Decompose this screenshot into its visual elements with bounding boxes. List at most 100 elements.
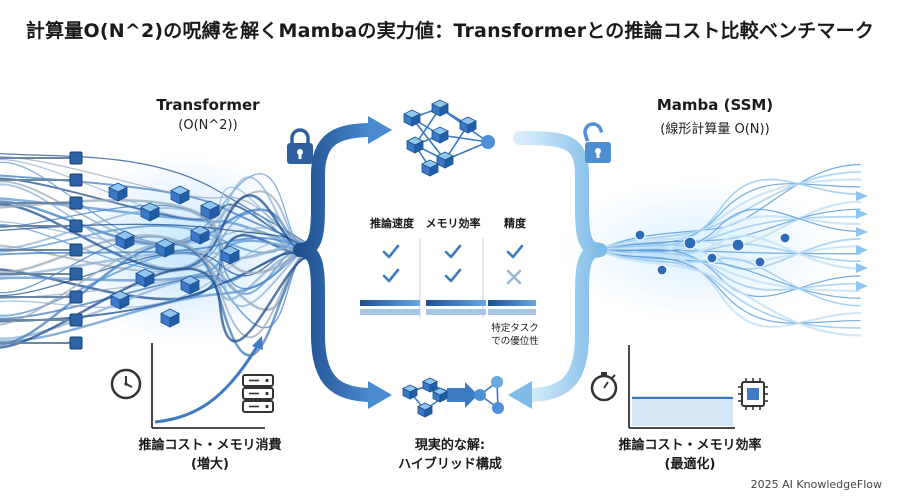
score-bar (360, 300, 420, 306)
metric-accuracy: 精度 (504, 217, 526, 230)
cube-node (135, 268, 155, 288)
mamba-complexity: (線形計算量 O(N)) (660, 122, 770, 137)
cube-node (160, 308, 180, 328)
page-title: 計算量O(N^2)の呪縛を解くMambaの実力値：Transformerとの推論… (25, 20, 875, 42)
check-icon (444, 268, 462, 283)
input-node (69, 313, 83, 327)
input-node (69, 151, 83, 165)
comparison-panel (360, 238, 536, 318)
lock-icon (287, 128, 313, 164)
transformer-strand (0, 236, 306, 256)
input-node (69, 243, 83, 257)
cube-node (432, 387, 448, 403)
mamba-cost-caption-line1: 推論コスト・メモリ効率 (618, 438, 762, 453)
input-node (69, 173, 83, 187)
transformer-strand (0, 241, 306, 339)
check-icon (506, 244, 524, 259)
cube-node (155, 238, 175, 258)
cube-node (402, 384, 418, 400)
transformer-strand (0, 204, 306, 290)
input-node (69, 267, 83, 281)
check-icon (382, 244, 400, 259)
mamba-arrowhead (856, 245, 868, 255)
mamba-arrowhead (856, 263, 868, 273)
clock-icon (110, 368, 142, 400)
cube-node (170, 185, 190, 205)
footer-credit: 2025 AI KnowledgeFlow (750, 478, 882, 491)
mamba-strand (597, 249, 861, 329)
cube-node (431, 99, 449, 117)
cube-node (220, 245, 240, 265)
score-bar (360, 309, 420, 315)
unlock-icon (583, 122, 611, 163)
transformer-strand (0, 161, 306, 244)
input-node (69, 290, 83, 304)
cross-icon (506, 269, 522, 285)
check-icon (382, 268, 400, 283)
accuracy-note-line2: での優位性 (491, 336, 539, 347)
mamba-cost-caption-line2: (最適化) (664, 457, 716, 472)
transformer-heading: Transformer (156, 96, 260, 114)
transformer-complexity: (O(N^2)) (178, 118, 238, 133)
mamba-arrowhead (856, 227, 868, 237)
mamba-strand (597, 238, 861, 271)
mamba-arrowhead (856, 281, 868, 291)
transformer-strand (0, 177, 306, 245)
mamba-arrowhead (856, 209, 868, 219)
cube-node (108, 182, 128, 202)
stopwatch-icon (590, 372, 618, 402)
cube-node (110, 290, 130, 310)
mamba-strand (597, 249, 861, 291)
check-icon (444, 244, 462, 259)
mamba-node (754, 256, 766, 268)
flow-arrows (293, 116, 607, 409)
transformer-cost-chart (151, 336, 265, 429)
mamba-node (634, 229, 646, 241)
cube-node (417, 402, 433, 418)
transformer-strand (0, 207, 306, 307)
mamba-strand (597, 208, 861, 251)
cube-node (421, 159, 439, 177)
neural-network-icon (403, 99, 495, 177)
score-bar (488, 309, 536, 315)
transformer-cost-caption-line1: 推論コスト・メモリ消費 (138, 438, 282, 453)
mamba-strand (596, 200, 862, 252)
mamba-strand (596, 245, 862, 262)
input-node (69, 219, 83, 233)
cube-node (422, 377, 438, 393)
mamba-heading: Mamba (SSM) (656, 96, 774, 114)
cube-node (403, 109, 421, 127)
cube-node (200, 200, 220, 220)
input-node (69, 196, 83, 210)
mamba-flow (560, 164, 868, 337)
hybrid-network-icon (402, 376, 504, 418)
transformer-strand (0, 176, 306, 270)
cube-node (406, 136, 424, 154)
transformer-strand (0, 236, 306, 329)
metric-speed: 推論速度 (370, 217, 414, 230)
score-bar (426, 309, 486, 315)
cube-node (436, 151, 454, 169)
cube-node (140, 202, 160, 222)
mamba-strand (597, 249, 861, 324)
mamba-node (683, 236, 697, 250)
metric-memory: メモリ効率 (425, 217, 481, 230)
transformer-cost-caption-line2: (増大) (191, 457, 229, 472)
mamba-strand (596, 248, 862, 328)
mamba-node (779, 232, 791, 244)
mamba-arrowhead (856, 191, 868, 201)
cube-node (180, 275, 200, 295)
mamba-strand (597, 248, 861, 297)
hybrid-caption-line1: 現実的な解: (414, 438, 486, 453)
cube-node (431, 126, 449, 144)
cube-node (190, 225, 210, 245)
hybrid-caption-line2: ハイブリッド構成 (398, 457, 502, 472)
chip-icon (738, 378, 768, 410)
score-bar (488, 300, 536, 306)
cube-node (459, 116, 477, 134)
score-bar (426, 300, 486, 306)
cube-node (115, 230, 135, 250)
input-node (69, 336, 83, 350)
